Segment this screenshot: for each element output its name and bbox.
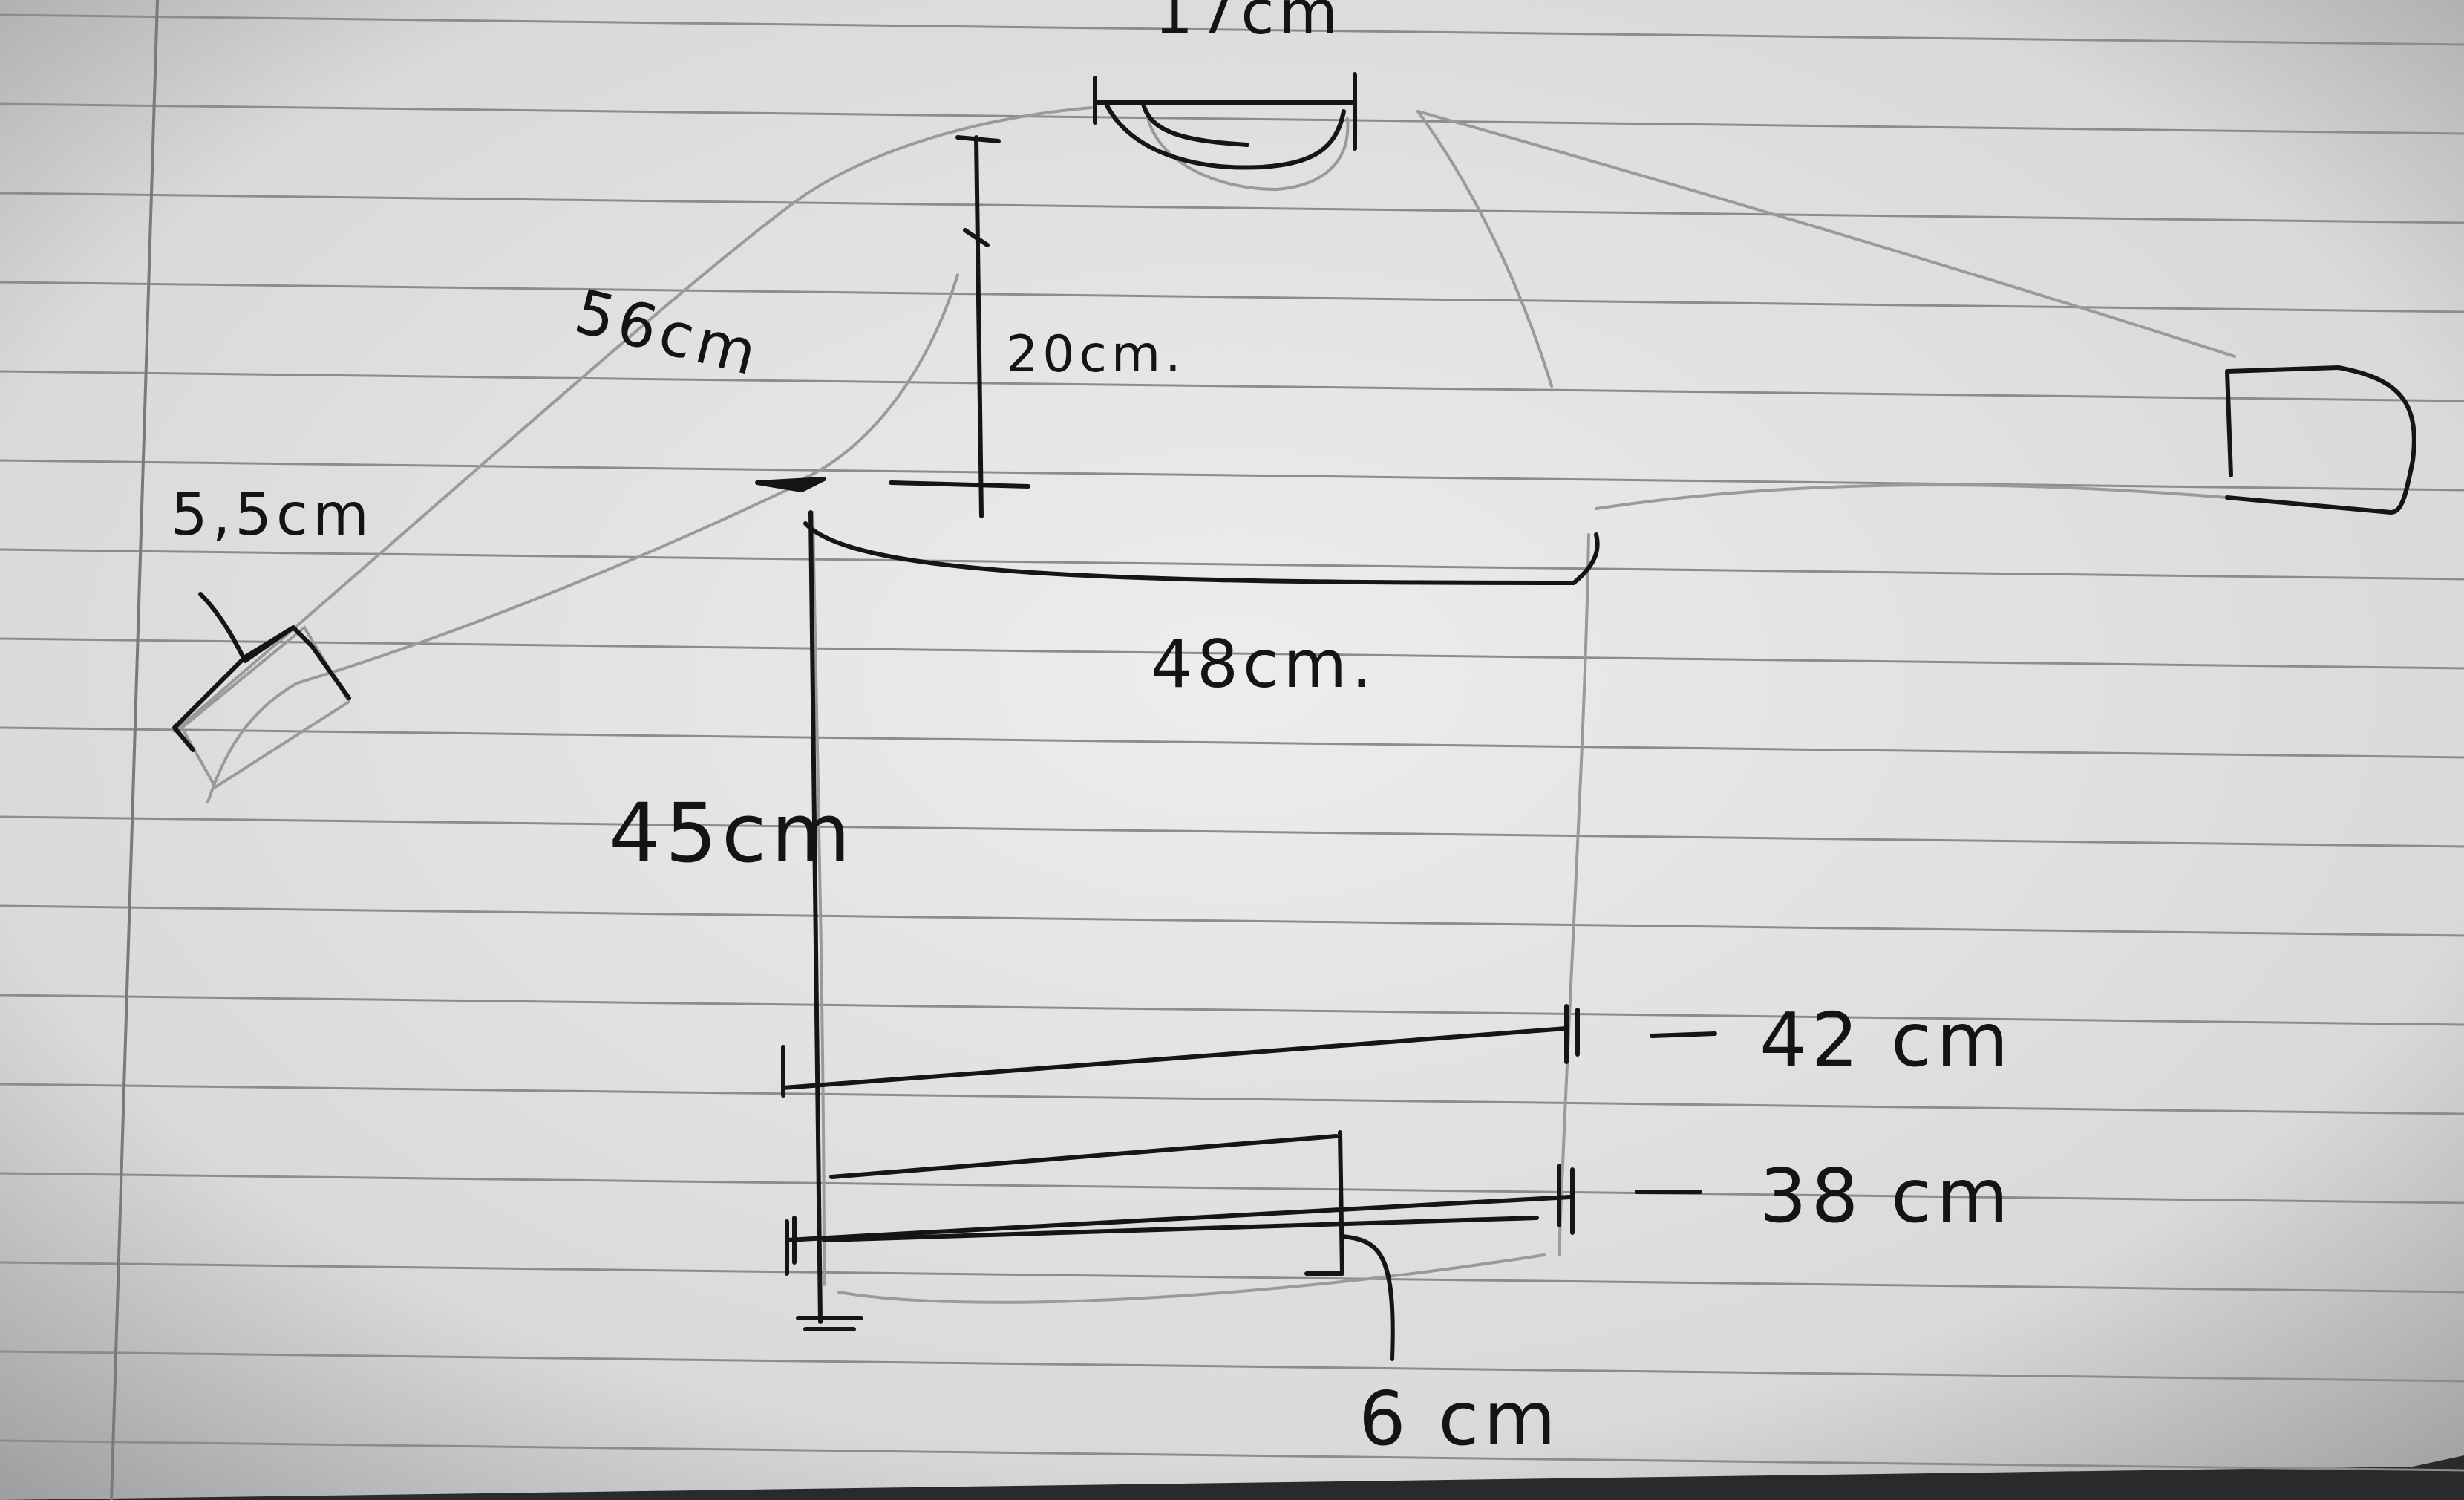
chest-width-label: 48cm.: [1151, 626, 1376, 702]
ruled-line: [0, 102, 2464, 135]
neckline: [1146, 114, 1350, 192]
dimension-lines: [172, 72, 2416, 1361]
raglan-depth-label: 20cm.: [1006, 325, 1186, 384]
right-sleeve-underarm: [1595, 483, 2229, 510]
right-armhole-curve: [1416, 110, 1553, 388]
ruled-line: [0, 13, 2464, 46]
cuff-width-label: 5,5cm: [171, 482, 373, 549]
ruled-line: [0, 637, 2464, 670]
ruled-line: [0, 1261, 2464, 1294]
ruled-line: [0, 994, 2464, 1026]
left-cuff-pencil: [180, 625, 351, 789]
body-length-label: 45cm: [609, 786, 855, 881]
ruled-line: [0, 1083, 2464, 1115]
ruled-line: [0, 904, 2464, 937]
right-cuff-pen: [2225, 365, 2416, 515]
ribbing-dimension-line: [1304, 1130, 1395, 1361]
left-sleeve-underarm: [206, 485, 796, 803]
raglan-depth-line: [974, 135, 984, 518]
right-body-side: [1558, 533, 1590, 1256]
right-raglan-line: [1416, 110, 2236, 358]
neck-width-label: 17cm: [1154, 0, 1342, 48]
body-length-line: [808, 510, 823, 1324]
hem-dimension-line: [785, 1195, 1572, 1242]
ruled-line: [0, 281, 2464, 313]
left-body-side: [811, 511, 826, 1286]
left-cuff-pen: [172, 592, 351, 752]
ruled-line: [0, 459, 2464, 492]
left-armhole-curve: [793, 273, 959, 484]
ribbing-depth-label: 6 cm: [1359, 1375, 1561, 1462]
hem-width-label: 38 cm: [1759, 1152, 2013, 1239]
neck-curve-pen: [1104, 102, 1346, 170]
ruled-line: [0, 1172, 2464, 1204]
ruled-line: [0, 370, 2464, 402]
ruled-line: [0, 192, 2464, 224]
left-raglan-line: [173, 106, 1093, 733]
margin-line: [110, 0, 159, 1500]
ruled-lines: [0, 13, 2464, 1472]
body-hem-curve: [837, 1253, 1546, 1304]
waist-dimension-line: [781, 1026, 1569, 1090]
ruled-line: [0, 1350, 2464, 1383]
sweater-outline: [173, 106, 2236, 1304]
waist-width-label: 42 cm: [1759, 997, 2013, 1083]
ruled-line: [0, 815, 2464, 848]
ruled-line: [0, 726, 2464, 759]
ruled-line: [0, 1439, 2464, 1472]
chest-dimension-line: [803, 521, 1600, 585]
ruled-line: [0, 548, 2464, 581]
